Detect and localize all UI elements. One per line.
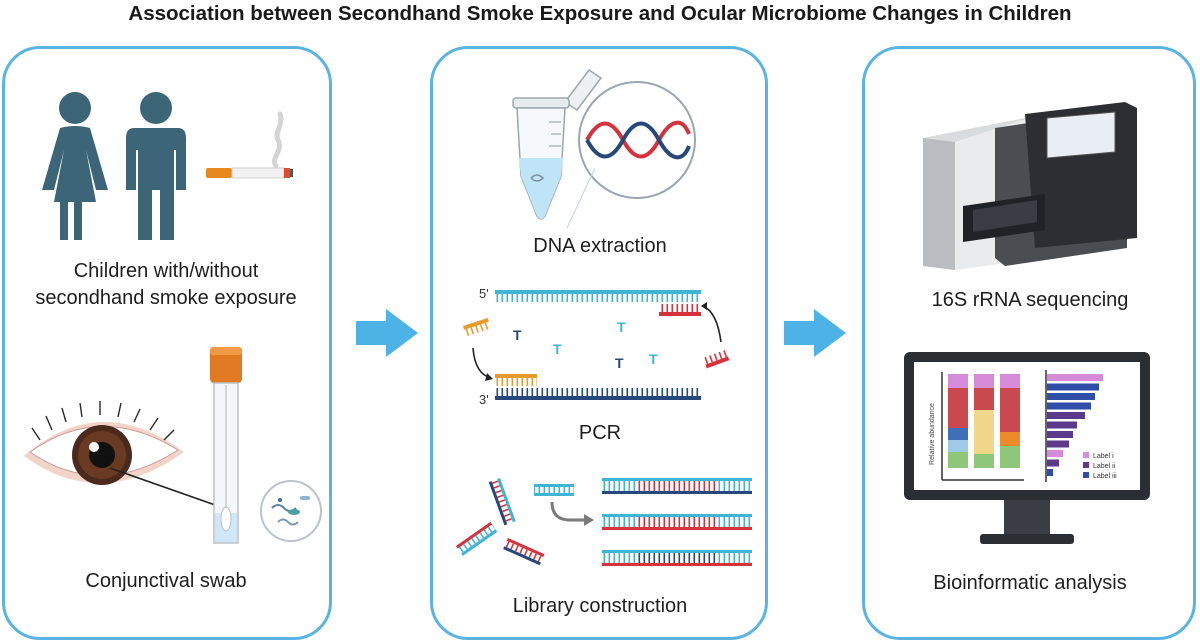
swab-tube-icon: [210, 347, 242, 544]
sequencer-icon: [923, 102, 1137, 270]
svg-text:T: T: [617, 319, 626, 335]
microbe-magnifier-icon: [260, 480, 322, 542]
horizontal-bar: [1047, 440, 1069, 448]
red-primer: [703, 349, 730, 369]
stacked-bar-segment: [1000, 388, 1020, 414]
stacked-bar-chart: [948, 374, 1020, 468]
horizontal-bar: [1047, 421, 1077, 429]
legend-label-2: Label ii: [1093, 463, 1116, 470]
chart-legend: Label i Label ii Label iii: [1083, 452, 1117, 480]
horizontal-bar: [1047, 431, 1073, 438]
five-prime-label: 5': [479, 286, 489, 301]
legend-label-1: Label i: [1093, 453, 1114, 460]
children-caption: Children with/without secondhand smoke e…: [30, 258, 302, 312]
arrow-right-icon: [784, 309, 846, 357]
legend-label-3: Label iii: [1093, 473, 1117, 480]
arrow-right-icon: [356, 309, 418, 357]
svg-text:T: T: [513, 327, 522, 343]
horizontal-bar: [1047, 374, 1103, 381]
monitor-icon: Relative abundance Label i Label ii Labe…: [904, 352, 1150, 544]
svg-text:T: T: [615, 355, 624, 371]
horizontal-bar: [1047, 383, 1099, 391]
dna-caption: DNA extraction: [533, 235, 667, 257]
library-row-3: [602, 550, 752, 566]
swab-caption: Conjunctival swab: [85, 570, 247, 592]
orange-primer: [463, 317, 492, 337]
horizontal-bar: [1047, 393, 1095, 400]
boy-silhouette-icon: [126, 92, 186, 240]
girl-silhouette-icon: [42, 92, 108, 240]
stacked-bar-segment: [948, 388, 968, 428]
stacked-bar-segment: [974, 388, 994, 410]
fragment-a: [488, 478, 516, 526]
analysis-caption: Bioinformatic analysis: [933, 572, 1127, 594]
stacked-bar-segment: [1000, 432, 1020, 446]
stacked-bar-segment: [974, 430, 994, 454]
fragment-b: [456, 521, 498, 556]
chart-ylabel: Relative abundance: [929, 403, 936, 465]
svg-text:T: T: [649, 351, 658, 367]
horizontal-bar: [1047, 469, 1053, 476]
figure-title: Association between Secondhand Smoke Exp…: [128, 2, 1072, 25]
children-caption-line2: secondhand smoke exposure: [35, 287, 297, 309]
children-icon: [42, 92, 186, 240]
library-caption: Library construction: [512, 595, 688, 617]
library-row-2: [602, 514, 752, 530]
fragment-c: [503, 538, 545, 566]
stacked-bar-segment: [1000, 374, 1020, 388]
panel-lab-processing: [430, 46, 768, 640]
stacked-bar-segment: [948, 428, 968, 440]
horizontal-bar: [1047, 459, 1059, 467]
stacked-bar-segment: [974, 454, 994, 468]
pcr-caption: PCR: [578, 422, 622, 444]
stacked-bar-segment: [948, 440, 968, 452]
stacked-bar-segment: [974, 374, 994, 388]
adapter: [534, 484, 574, 496]
three-prime-label: 3': [479, 392, 489, 407]
pcr-diagram: 5' T T T T T 3': [463, 286, 730, 407]
svg-text:T: T: [553, 341, 562, 357]
stacked-bar-segment: [1000, 414, 1020, 432]
horizontal-bar: [1047, 450, 1063, 457]
stacked-bar-segment: [974, 410, 994, 430]
microtube-icon: [512, 68, 603, 220]
horizontal-bar: [1047, 412, 1085, 419]
sequencing-caption: 16S rRNA sequencing: [931, 289, 1129, 311]
horizontal-bar-chart: [1047, 374, 1103, 476]
horizontal-bar: [1047, 402, 1091, 410]
children-caption-line1: Children with/without: [73, 260, 259, 282]
stacked-bar-segment: [1000, 446, 1020, 468]
library-diagram: [456, 478, 752, 566]
stacked-bar-segment: [948, 452, 968, 468]
cigarette-icon: [206, 111, 293, 179]
eye-icon: [24, 401, 219, 507]
dna-helix-icon: [566, 81, 696, 229]
stacked-bar-segment: [948, 374, 968, 388]
library-row-1: [602, 478, 752, 494]
